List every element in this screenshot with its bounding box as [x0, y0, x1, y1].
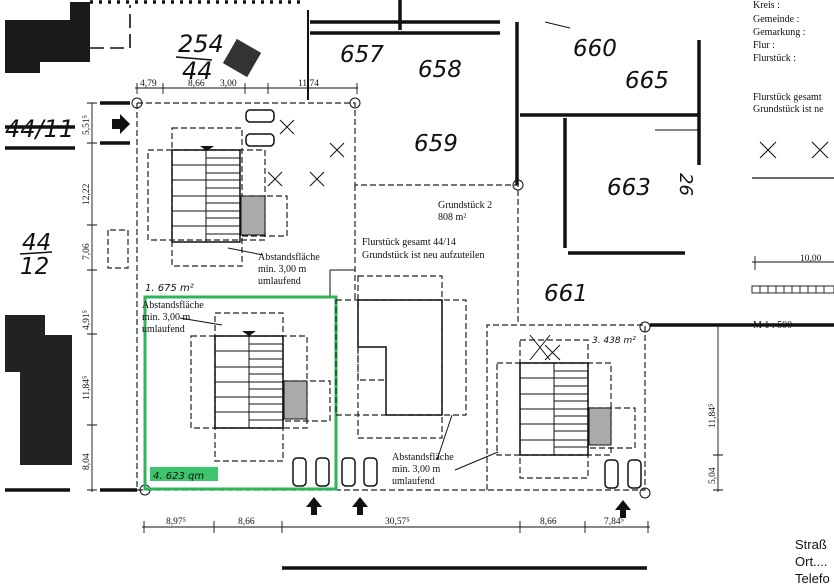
svg-text:Kreis :: Kreis :	[753, 0, 780, 11]
svg-text:umlaufend: umlaufend	[142, 324, 185, 335]
access-arrows	[112, 114, 631, 518]
right-dimension-labels: 11,84⁵ 5,04	[708, 404, 718, 484]
svg-text:8,66: 8,66	[540, 517, 557, 527]
parcel-657: 657	[340, 42, 384, 68]
svg-text:7,84⁵: 7,84⁵	[604, 517, 624, 527]
lot-2-title: Grundstück 2	[438, 200, 492, 211]
svg-text:8,04: 8,04	[82, 453, 92, 470]
dimension-lines	[87, 83, 834, 533]
subdivide-note: Grundstück ist neu aufzuteilen	[362, 250, 484, 261]
parcel-665: 665	[625, 68, 669, 94]
parcel-lines	[5, 0, 834, 570]
svg-text:5,04: 5,04	[708, 467, 718, 484]
parcel-658: 658	[418, 57, 462, 83]
house-lot-2	[335, 275, 467, 439]
legend-note-1: Flurstück gesamt	[753, 92, 822, 103]
lot-3-area: 3. 438 m²	[592, 336, 636, 346]
svg-text:12,22: 12,22	[82, 183, 92, 205]
parking-cars	[245, 109, 642, 489]
house-lot-3	[496, 334, 636, 479]
scale-ratio: M 1 : 500	[753, 320, 792, 331]
svg-text:Flurstück :: Flurstück :	[753, 53, 796, 64]
svg-text:umlaufend: umlaufend	[392, 476, 435, 487]
parcel-663: 663	[607, 175, 651, 201]
neighbor-building-small	[222, 38, 262, 78]
lot-2-area: 808 m²	[438, 212, 466, 223]
svg-text:11,74: 11,74	[298, 79, 319, 89]
svg-text:min. 3,00 m: min. 3,00 m	[258, 264, 307, 275]
lot-4-area: 4. 623 qm	[153, 471, 204, 482]
svg-text:Abstandsfläche: Abstandsfläche	[392, 452, 454, 463]
lot-1-area: 1. 675 m²	[145, 283, 194, 294]
svg-text:5,51⁵: 5,51⁵	[82, 115, 92, 135]
svg-text:8,66: 8,66	[188, 79, 205, 89]
legend-fields: Kreis : Gemeinde : Gemarkung : Flur : Fl…	[753, 0, 806, 64]
svg-text:Flur :: Flur :	[753, 40, 775, 51]
svg-text:Abstandsfläche: Abstandsfläche	[142, 300, 204, 311]
svg-text:umlaufend: umlaufend	[258, 276, 301, 287]
contact-fields: Straß Ort.... Telefo	[795, 537, 830, 585]
svg-text:Gemeinde :: Gemeinde :	[753, 14, 799, 25]
svg-text:Straß: Straß	[795, 537, 827, 552]
parcel-659: 659	[414, 131, 458, 157]
setback-note-lot-4: Abstandsfläche min. 3,00 m umlaufend	[142, 300, 204, 335]
svg-text:8,66: 8,66	[238, 517, 255, 527]
svg-text:11,84⁵: 11,84⁵	[82, 376, 92, 400]
svg-text:min. 3,00 m: min. 3,00 m	[142, 312, 191, 323]
house-lot-4	[190, 312, 331, 462]
parcel-661: 661	[544, 281, 588, 307]
parcel-44-11: 44/11	[5, 115, 74, 143]
lot-4-label-highlight	[150, 467, 218, 481]
flurstueck-total-note: Flurstück gesamt 44/14	[362, 237, 456, 248]
parcel-660: 660	[573, 36, 617, 62]
svg-text:Telefo: Telefo	[795, 571, 830, 585]
svg-text:4,91⁵: 4,91⁵	[82, 310, 92, 330]
svg-text:Ort....: Ort....	[795, 554, 828, 569]
tree-markers	[267, 119, 829, 187]
parcel-26: 26	[675, 173, 696, 196]
legend-note-2: Grundstück ist ne	[753, 104, 824, 115]
house-lot-1	[147, 127, 288, 267]
svg-text:8,97⁵: 8,97⁵	[166, 517, 186, 527]
svg-text:3,00: 3,00	[220, 79, 237, 89]
left-dimension-labels: 5,51⁵ 12,22 7,06 4,91⁵ 11,84⁵ 8,04	[82, 115, 92, 470]
svg-text:4,79: 4,79	[140, 79, 157, 89]
scale-bar-label: 10,00	[800, 254, 822, 264]
svg-text:30,57⁵: 30,57⁵	[385, 517, 410, 527]
setback-note-lot-1: Abstandsfläche min. 3,00 m umlaufend	[258, 252, 320, 287]
svg-text:11,84⁵: 11,84⁵	[708, 404, 718, 428]
svg-text:7,06: 7,06	[82, 243, 92, 260]
neighbor-building-top	[5, 2, 90, 73]
setback-note-lot-2-3: Abstandsfläche min. 3,00 m umlaufend	[392, 452, 454, 487]
parcel-44-12-bottom: 12	[20, 254, 49, 280]
svg-text:Abstandsfläche: Abstandsfläche	[258, 252, 320, 263]
top-dimension-labels: 4,79 8,66 3,00 11,74	[140, 79, 319, 89]
parcel-254-44-bottom: 44	[182, 57, 213, 85]
parcel-254-44-top: 254	[178, 30, 224, 58]
neighbor-building-left	[5, 315, 72, 465]
setback-arrows	[179, 21, 700, 471]
bottom-dimension-labels: 8,97⁵ 8,66 30,57⁵ 8,66 7,84⁵	[166, 517, 624, 527]
garage-outline	[107, 229, 129, 269]
svg-text:min. 3,00 m: min. 3,00 m	[392, 464, 441, 475]
svg-text:Gemarkung :: Gemarkung :	[753, 27, 806, 38]
